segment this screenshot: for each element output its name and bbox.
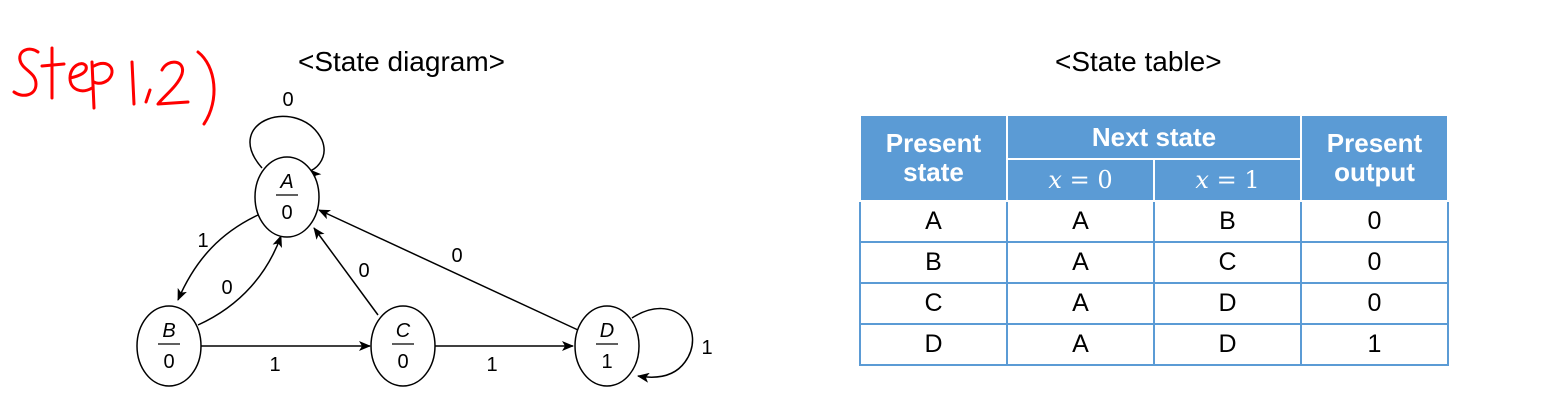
state-d-name: D [600, 320, 614, 342]
state-node-a: A 0 [254, 156, 320, 238]
edge-a-to-b [177, 214, 259, 301]
cell-output: 0 [1300, 282, 1449, 325]
state-a-output: 0 [281, 202, 292, 224]
header-present-state-line1: Present [885, 128, 982, 159]
cell-next-x1: B [1153, 200, 1302, 243]
edge-a-self-loop [249, 115, 325, 182]
x-variable: x [1048, 165, 1062, 194]
state-b-output: 0 [163, 351, 174, 373]
state-b-name: B [162, 320, 175, 342]
cell-next-x1: D [1153, 323, 1302, 366]
table-row: B A C 0 [859, 241, 1449, 284]
label-a-to-b: 1 [197, 230, 208, 252]
edge-c-to-a [313, 227, 379, 316]
label-d-to-a: 0 [451, 245, 462, 267]
header-x-equals-0: x = 0 [1006, 158, 1155, 202]
state-a-name: A [279, 171, 293, 193]
table-row: D A D 1 [859, 323, 1449, 366]
header-present-output-line1: Present [1326, 128, 1423, 159]
edge-d-self-loop [631, 307, 694, 383]
state-table: Present state Next state Present output … [859, 114, 1449, 366]
label-c-to-a: 0 [358, 260, 369, 282]
state-d-output: 1 [601, 351, 612, 373]
header-next-state: Next state [1006, 114, 1302, 160]
edge-b-to-a [197, 235, 282, 326]
cell-output: 1 [1300, 323, 1449, 366]
header-present-state-line2: state [903, 157, 964, 187]
header-present-output-line2: output [1334, 157, 1415, 187]
cell-next-x0: A [1006, 323, 1155, 366]
label-d-self: 1 [701, 337, 712, 359]
state-diagram-title: <State diagram> [298, 46, 506, 77]
table-row: C A D 0 [859, 282, 1449, 325]
header-present-state: Present state [859, 114, 1008, 202]
header-present-output: Present output [1300, 114, 1449, 202]
cell-next-x1: D [1153, 282, 1302, 325]
table-row: A A B 0 [859, 200, 1449, 243]
cell-next-x0: A [1006, 200, 1155, 243]
label-a-self: 0 [282, 89, 293, 111]
handwritten-step-annotation [12, 46, 216, 126]
label-b-to-c: 1 [269, 354, 280, 376]
state-node-d: D 1 [574, 305, 640, 387]
cell-output: 0 [1300, 241, 1449, 284]
label-b-to-a: 0 [221, 277, 232, 299]
header-x-equals-1: x = 1 [1153, 158, 1302, 202]
state-c-output: 0 [397, 351, 408, 373]
state-node-c: C 0 [370, 305, 436, 387]
cell-present-state: D [859, 323, 1008, 366]
state-node-b: B 0 [136, 305, 202, 387]
edge-d-to-a [318, 209, 579, 331]
state-diagram: A 0 B 0 C 0 D 1 0 1 0 0 0 1 1 1 [136, 89, 713, 387]
cell-next-x0: A [1006, 282, 1155, 325]
cell-present-state: C [859, 282, 1008, 325]
cell-present-state: B [859, 241, 1008, 284]
state-c-name: C [396, 320, 411, 342]
cell-output: 0 [1300, 200, 1449, 243]
cell-next-x0: A [1006, 241, 1155, 284]
cell-next-x1: C [1153, 241, 1302, 284]
cell-present-state: A [859, 200, 1008, 243]
label-c-to-d: 1 [486, 354, 497, 376]
state-table-title: <State table> [1055, 46, 1222, 77]
x-variable: x [1195, 165, 1209, 194]
